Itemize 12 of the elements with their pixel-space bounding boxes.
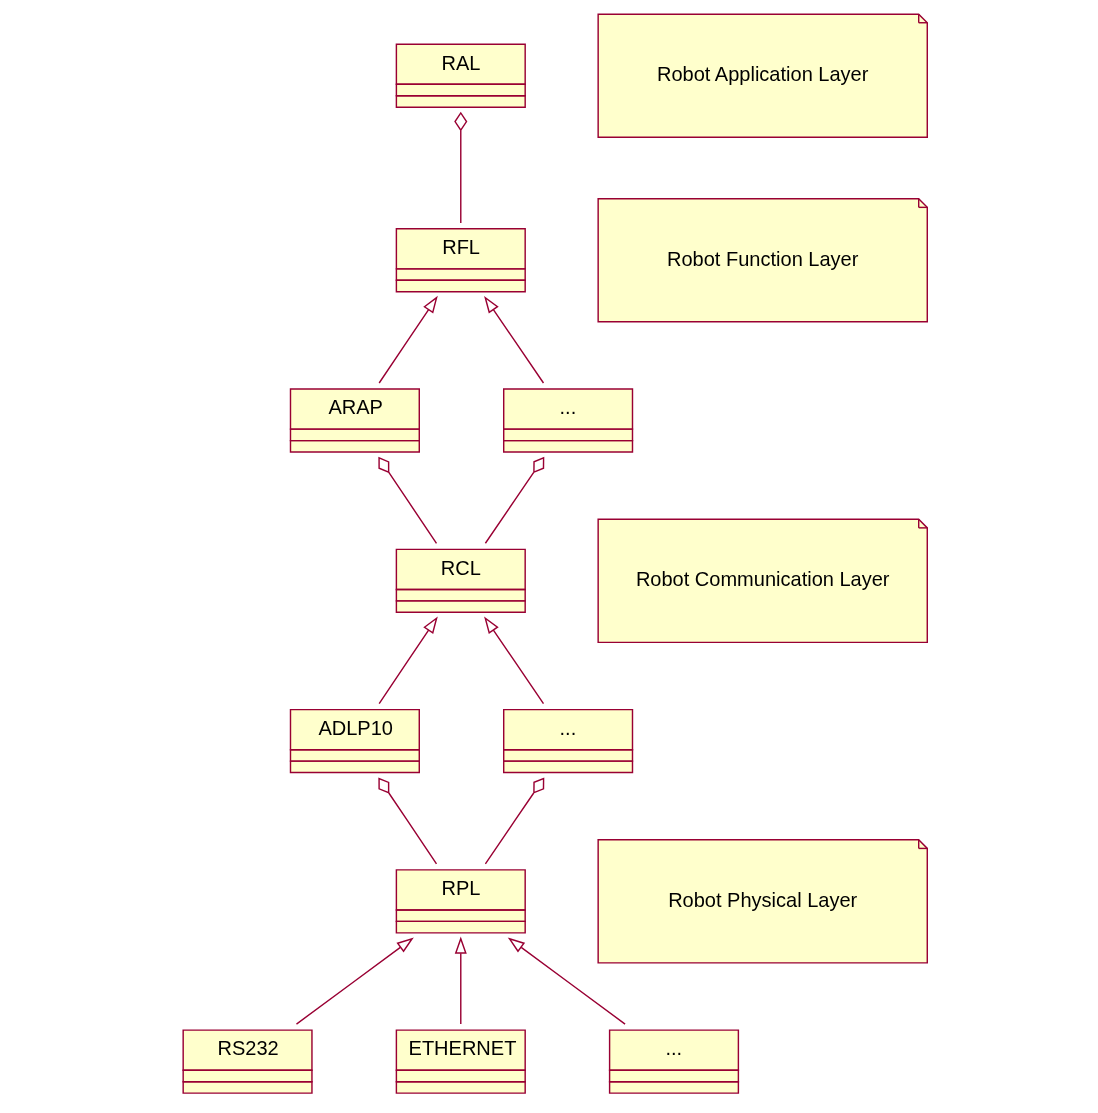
arrow (377, 295, 438, 384)
arrow (507, 937, 626, 1025)
connector (377, 456, 437, 544)
arrow (483, 295, 544, 384)
arrow (483, 616, 544, 705)
arrow (377, 616, 438, 705)
connector (484, 777, 544, 865)
arrow (454, 936, 467, 1025)
connector (453, 111, 467, 224)
connector (484, 456, 544, 544)
connector (377, 777, 437, 865)
arrow (295, 937, 414, 1025)
